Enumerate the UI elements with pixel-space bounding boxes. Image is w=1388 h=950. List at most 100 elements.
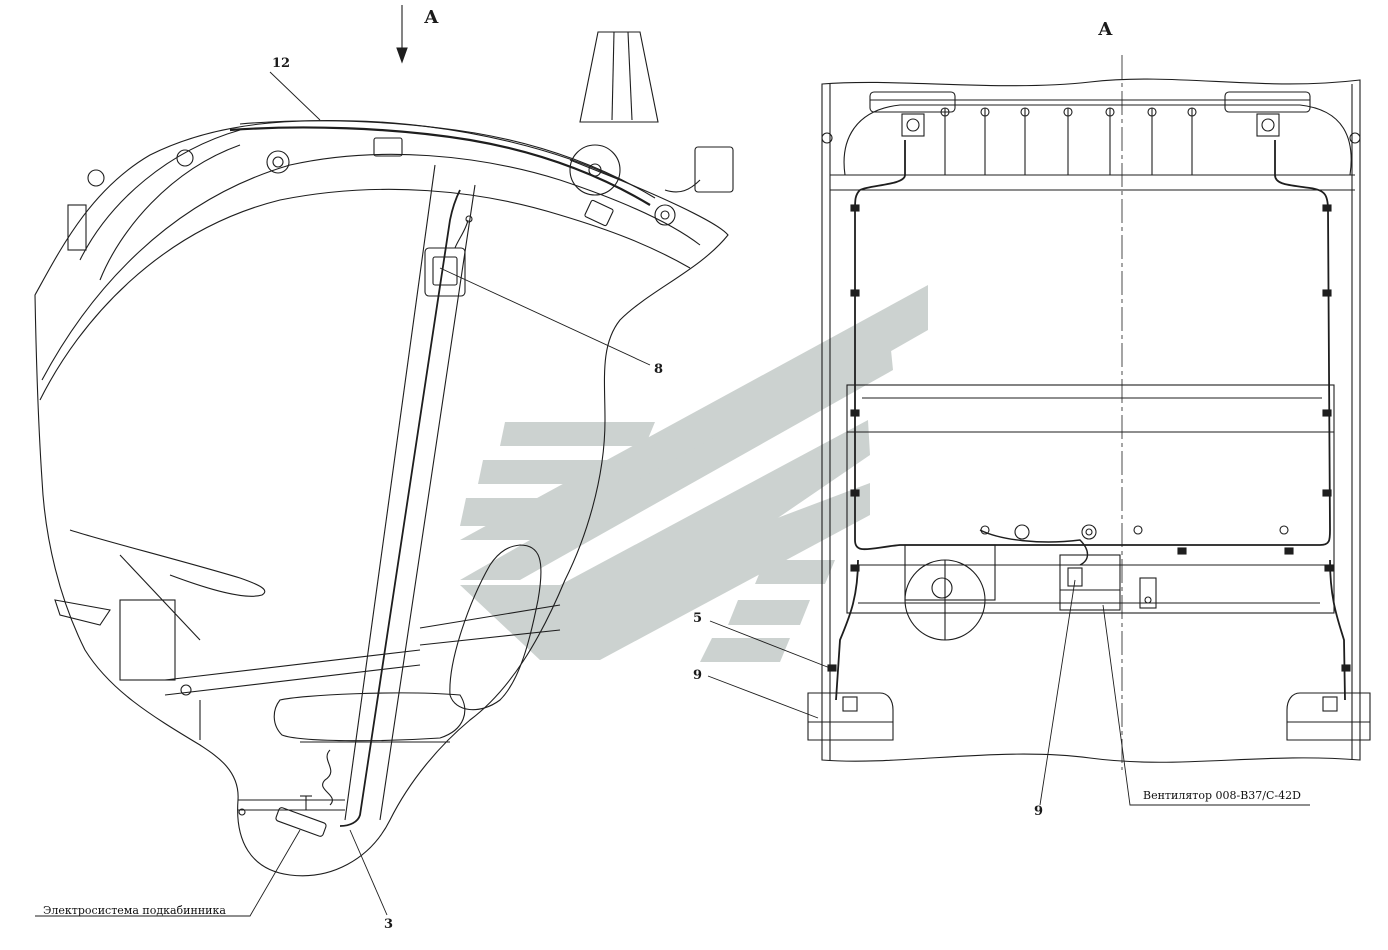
roof-fixture-center (272, 156, 284, 168)
roof-lamp-right (1224, 91, 1311, 113)
fan-module (1059, 554, 1121, 611)
front-lamp (67, 204, 87, 251)
lamp-connector (465, 215, 473, 223)
roof-fan-hub (588, 163, 602, 177)
roof-clip (584, 199, 614, 227)
steering-wheel (69, 529, 266, 597)
floor-fixture (180, 684, 192, 696)
floor-beam (164, 649, 421, 681)
roof-grommet (176, 149, 194, 167)
front-frame-2 (99, 144, 241, 281)
harness-12-parallel (239, 120, 656, 199)
roof-arch (843, 104, 1352, 176)
work-lamp-lead (664, 179, 701, 193)
side-switch (1139, 577, 1157, 609)
lamp-bracket-left (901, 113, 925, 137)
callout-12: 12 (272, 56, 291, 71)
lamp-bolt-left (906, 118, 920, 132)
callout-5: 5 (693, 611, 703, 626)
cab-top-view (707, 55, 1371, 806)
callout-3: 3 (384, 917, 394, 932)
fan-caption: Вентилятор 008-B37/C-42D (1143, 789, 1301, 802)
view-marker-left: А (424, 7, 439, 28)
lamp-lead (454, 219, 469, 249)
front-fixture (87, 169, 105, 187)
connector (1081, 524, 1097, 540)
fan-housing (904, 544, 996, 601)
leader-subcab (35, 829, 301, 917)
seat-cushion (273, 692, 466, 742)
floor-beam-2 (164, 664, 421, 696)
pillar-right-edge (379, 184, 476, 821)
watermark-bar (700, 638, 790, 662)
roof-clip (373, 137, 403, 157)
roof-inner-line-2 (41, 153, 701, 381)
subcab-connector (275, 807, 327, 837)
watermark-chevron (460, 285, 928, 540)
roof-inner-line (39, 188, 691, 401)
harness-12 (229, 126, 651, 206)
side-lamp (654, 204, 676, 226)
interior-lamp-lens (432, 256, 458, 286)
mount-right (1286, 692, 1371, 741)
mount-left (807, 692, 894, 741)
watermark-chevron (560, 483, 870, 660)
front-frame (79, 129, 241, 261)
watermark-logo (460, 285, 928, 662)
work-lamp (694, 146, 734, 193)
view-marker-right: А (1098, 19, 1113, 40)
connector-center (1085, 528, 1093, 536)
connector-small (1133, 525, 1143, 535)
callout-9-bottom: 9 (1034, 804, 1044, 819)
leader-3 (349, 829, 388, 916)
watermark-bar (728, 600, 810, 625)
cab-top-outline (821, 78, 1361, 763)
floor-grommet (238, 808, 246, 816)
harness-drop-right (1329, 559, 1346, 701)
lamp-bracket-right (1256, 113, 1280, 137)
mirror (579, 31, 659, 123)
mirror-line (627, 31, 633, 121)
harness-drop-left (835, 559, 859, 701)
roof-ribs (940, 107, 1197, 175)
subcab-caption: Электросистема подкабинника (43, 904, 226, 917)
seat-bellows (322, 749, 333, 806)
seat-back (449, 544, 542, 711)
mount-right-bolt (1322, 696, 1338, 712)
steering-column (119, 554, 201, 641)
leader-9-bottom (1039, 579, 1076, 806)
mount-left-bolt (842, 696, 858, 712)
connector-small (1279, 525, 1289, 535)
harness-clips (827, 204, 1351, 672)
harness-branch (979, 529, 1089, 566)
side-switch-dot (1144, 596, 1152, 604)
watermark-chevron (460, 340, 893, 580)
side-lamp-center (660, 210, 670, 220)
cab-side-view (34, 5, 734, 917)
callout-9-left: 9 (693, 668, 703, 683)
roof-harness-loop (854, 140, 1331, 551)
leader-5 (709, 620, 831, 669)
leader-fan (1102, 604, 1310, 806)
leader-8 (439, 267, 651, 366)
corner-fixture-left (821, 132, 833, 144)
lamp-bolt-right (1261, 118, 1275, 132)
fan-module-switch (1067, 567, 1083, 587)
callout-8: 8 (654, 362, 664, 377)
corner-fixture-right (1349, 132, 1361, 144)
roof-fan (569, 144, 621, 196)
fan-hub (931, 577, 953, 599)
roof-fixture (266, 150, 290, 174)
view-arrow-head (396, 47, 408, 64)
connector (1014, 524, 1030, 540)
connector-small (980, 525, 990, 535)
interior-lamp (424, 247, 466, 297)
mirror-line (611, 31, 615, 121)
roof-fan-axis (569, 159, 621, 181)
leader-12 (269, 71, 321, 121)
steering-base (119, 599, 176, 681)
rear-window-frame (846, 384, 1335, 614)
leader-9-left (707, 675, 819, 719)
